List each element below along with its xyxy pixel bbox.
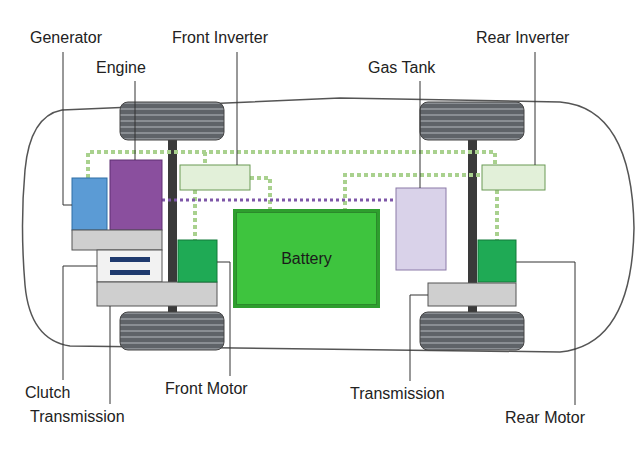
- wheel: [120, 102, 224, 140]
- clutch-plate: [110, 270, 150, 275]
- gas-tank: [396, 188, 446, 270]
- gear-housing: [72, 230, 162, 250]
- part-label: Gas Tank: [368, 58, 435, 77]
- part-label: Generator: [30, 28, 102, 47]
- part-label: Rear Motor: [505, 408, 585, 427]
- front-transmission: [97, 282, 217, 306]
- leader-line: [410, 295, 428, 381]
- part-label: Transmission: [30, 407, 125, 426]
- clutch-plate: [110, 257, 150, 262]
- wire: [495, 190, 499, 240]
- leader-line: [516, 262, 575, 405]
- generator-box: [72, 178, 107, 230]
- part-label: Front Motor: [165, 379, 248, 398]
- wheel: [120, 312, 224, 350]
- rear-transmission: [428, 283, 516, 306]
- leader-line: [63, 266, 97, 380]
- wire: [203, 152, 207, 165]
- node-label: Battery: [281, 250, 332, 268]
- part-label: Transmission: [350, 384, 445, 403]
- leader-line: [63, 52, 72, 205]
- leader-line: [135, 81, 136, 160]
- leader-line: [217, 262, 230, 376]
- front-motor: [178, 240, 217, 282]
- leader-lines: [63, 52, 575, 405]
- part-label: Engine: [96, 58, 146, 77]
- clutch-box: [97, 250, 162, 282]
- part-label: Rear Inverter: [476, 28, 569, 47]
- wheel: [420, 312, 524, 350]
- front-inverter: [180, 165, 250, 190]
- fuel-line: [162, 199, 396, 202]
- leader-line: [535, 52, 536, 165]
- leader-line: [110, 306, 111, 404]
- wire: [250, 178, 270, 212]
- engine-box: [110, 160, 162, 230]
- wheel: [420, 102, 524, 140]
- part-label: Clutch: [25, 383, 70, 402]
- rear-motor: [478, 240, 516, 282]
- part-label: Front Inverter: [172, 28, 268, 47]
- battery-box: Battery: [236, 212, 377, 305]
- leader-line: [237, 52, 238, 165]
- rear-inverter: [482, 165, 545, 190]
- leader-line: [420, 81, 421, 188]
- battery-frame: [233, 209, 380, 308]
- car-body: [23, 98, 635, 352]
- wire: [193, 190, 197, 240]
